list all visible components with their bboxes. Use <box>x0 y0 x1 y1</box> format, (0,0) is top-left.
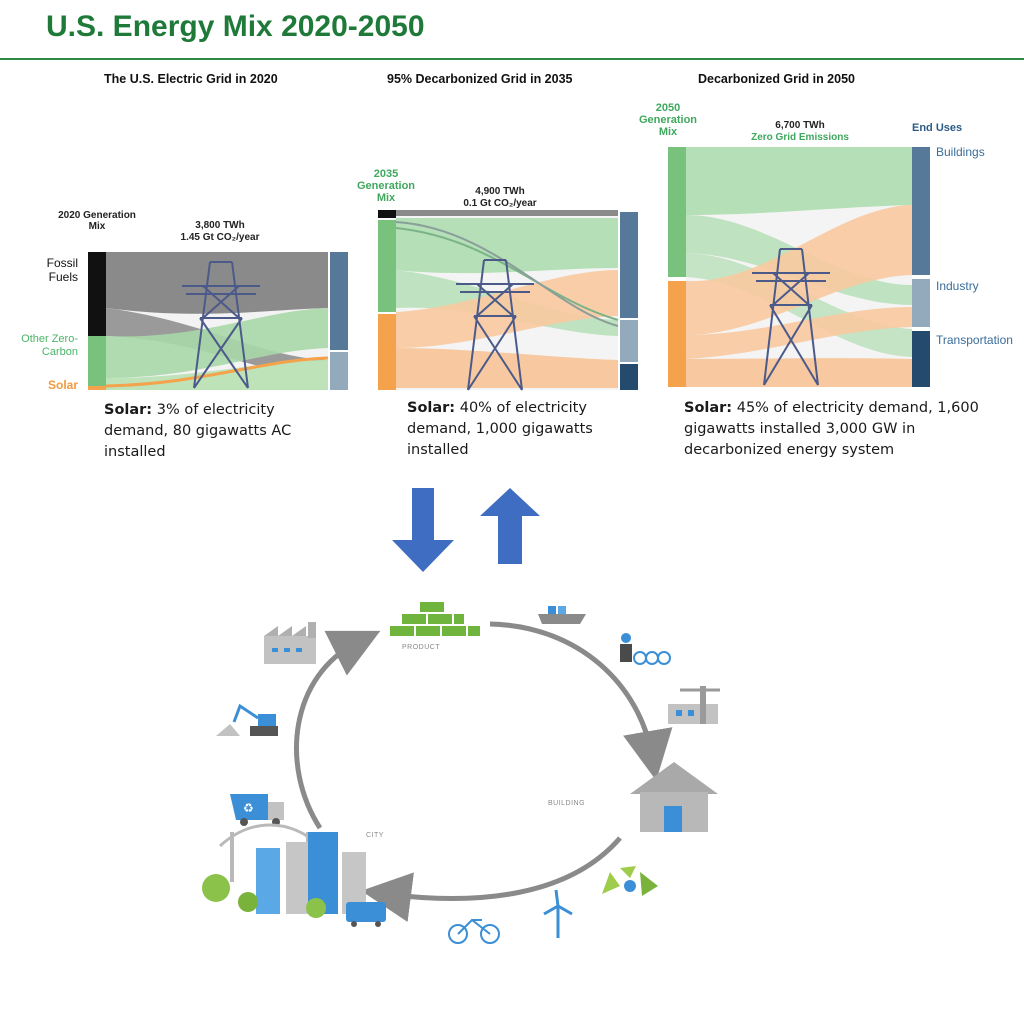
caption-2020: Solar: 3% of electricity demand, 80 giga… <box>104 400 324 463</box>
cycle-label-city: CITY <box>366 832 384 839</box>
cycle-arrow-product-building <box>489 621 673 781</box>
end-bar-transport-2035 <box>620 364 638 390</box>
emissions-2050: Zero Grid Emissions <box>751 132 849 143</box>
source-label-zero-carbon: Other Zero-Carbon <box>21 333 78 358</box>
factory-icon <box>264 622 316 664</box>
flow-fossil-buildings-2020 <box>106 252 328 314</box>
end-bar-buildings-2050 <box>912 147 930 275</box>
source-bar-solar-2050 <box>668 281 686 387</box>
source-bar-fossil-2035 <box>378 210 396 218</box>
flow-solar-transport-2050 <box>686 358 912 387</box>
flow-solar-2020 <box>105 356 329 388</box>
title-divider <box>0 58 1024 60</box>
recycle-water-icon <box>602 866 658 896</box>
tower-icon-2020 <box>182 261 260 389</box>
page-title: U.S. Energy Mix 2020-2050 <box>46 10 425 43</box>
end-bar-transport-2050 <box>912 331 930 387</box>
caption-2050-text: 45% of electricity demand, 1,600 gigawat… <box>684 400 979 458</box>
panel-heading-2050: Decarbonized Grid in 2050 <box>698 72 855 86</box>
flow-line-b-2035 <box>395 221 619 327</box>
cycle-arrow-building-city <box>361 836 622 922</box>
source-bar-solar-2020 <box>88 386 106 390</box>
panel-heading-2020: The U.S. Electric Grid in 2020 <box>104 72 278 86</box>
flow-solar-industry-2050 <box>686 307 912 359</box>
excavator-icon <box>216 703 278 736</box>
caption-2035-text: 40% of electricity demand, 1,000 gigawat… <box>407 400 593 458</box>
construction-crane-icon <box>668 686 720 724</box>
caption-2035-bold: Solar: <box>407 400 456 416</box>
cycle-label-building: BUILDING <box>548 800 586 807</box>
flow-zc-buildings-2035 <box>396 218 618 274</box>
end-bar-industry-2035 <box>620 320 638 362</box>
cycle-label-product: PRODUCT <box>402 644 441 651</box>
total-2035: 4,900 TWh <box>475 186 525 197</box>
flow-arrows <box>392 488 540 572</box>
total-2050: 6,700 TWh <box>775 120 825 131</box>
end-bar-industry-2020 <box>330 352 348 390</box>
city-skyline-icon <box>202 823 386 927</box>
worker-pipes-icon <box>620 633 671 665</box>
bicycle-icon <box>448 918 500 944</box>
caption-2050-bold: Solar: <box>684 400 733 416</box>
mix-label-2035: 2035 Generation Mix <box>356 168 416 204</box>
circular-economy-diagram: ♻ <box>202 602 720 944</box>
mix-label-2020: 2020 Generation Mix <box>58 210 136 232</box>
bricks-icon <box>390 602 480 636</box>
source-bar-solar-2035 <box>378 314 396 390</box>
total-2020: 3,800 TWh <box>195 220 245 231</box>
flow-solar-buildings-2050 <box>686 205 912 335</box>
end-bar-buildings-2020 <box>330 252 348 350</box>
source-label-fossil: Fossil Fuels <box>46 256 78 284</box>
house-icon <box>630 762 718 832</box>
panel-heading-2035: 95% Decarbonized Grid in 2035 <box>387 72 573 86</box>
svg-text:♻: ♻ <box>243 801 254 815</box>
down-arrow-icon <box>392 488 454 572</box>
end-use-label-industry: Industry <box>936 279 979 293</box>
end-uses-title: End Uses <box>912 122 963 134</box>
flow-line-a-2035 <box>395 227 619 321</box>
tower-icon-2035 <box>456 259 534 391</box>
emissions-2020: 1.45 Gt CO₂/year <box>180 232 260 243</box>
end-use-label-buildings: Buildings <box>936 145 985 159</box>
emissions-2035: 0.1 Gt CO₂/year <box>463 198 537 209</box>
end-use-label-transportation: Transportation <box>936 333 1013 347</box>
source-bar-fossil-2020 <box>88 252 106 336</box>
end-bar-buildings-2035 <box>620 212 638 318</box>
source-label-solar: Solar <box>47 378 78 392</box>
caption-2020-text: 3% of electricity demand, 80 gigawatts A… <box>104 402 292 460</box>
source-bar-zero-carbon-2035 <box>378 220 396 312</box>
mix-label-2050: 2050 Generation Mix <box>638 102 698 138</box>
source-bar-zero-carbon-2050 <box>668 147 686 277</box>
flow-solar-buildings-2035 <box>396 270 618 348</box>
sankey-2050 <box>668 147 930 387</box>
cycle-arrow-city-product <box>294 630 381 830</box>
caption-2035: Solar: 40% of electricity demand, 1,000 … <box>407 398 627 461</box>
caption-2020-bold: Solar: <box>104 402 153 418</box>
flow-fossil-2035 <box>396 210 618 216</box>
flow-zc-buildings-2050 <box>686 147 912 215</box>
recycling-truck-icon: ♻ <box>230 794 284 826</box>
up-arrow-icon <box>480 488 540 564</box>
ship-icon <box>538 606 586 624</box>
source-bar-zero-carbon-2020 <box>88 336 106 386</box>
end-bar-industry-2050 <box>912 279 930 327</box>
sankey-2020 <box>88 252 348 390</box>
wind-turbine-icon <box>543 889 573 938</box>
caption-2050: Solar: 45% of electricity demand, 1,600 … <box>684 398 984 461</box>
tower-icon-2050 <box>752 248 830 386</box>
sankey-2035 <box>378 210 638 391</box>
